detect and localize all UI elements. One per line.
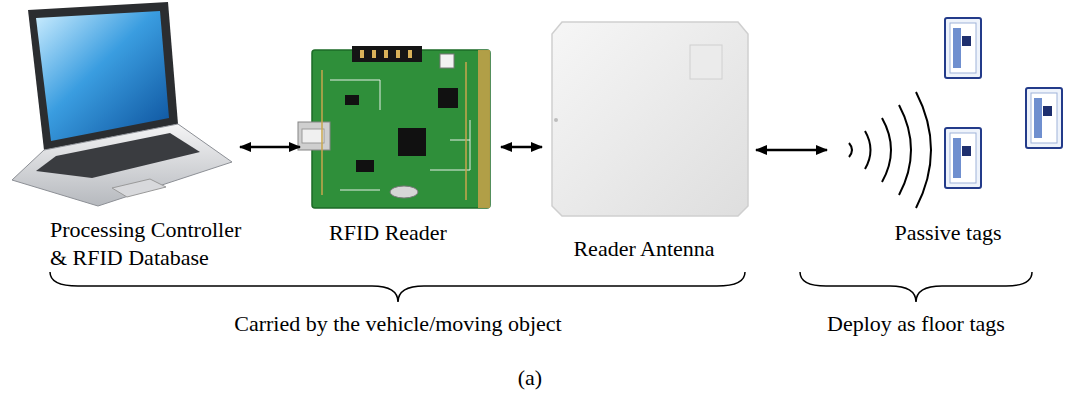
rfid-reader-board-part [345, 95, 359, 105]
label-holder: Processing Controller & RFID Database [50, 216, 250, 272]
label-holder: Deploy as floor tags [786, 310, 1046, 338]
rfid-reader-board-part [440, 54, 454, 68]
reader-antenna-illustration-part [552, 22, 748, 216]
rfid-reader-board-part [390, 186, 418, 198]
laptop-illustration [12, 2, 232, 206]
passive-tag-illustration-part [1031, 93, 1057, 143]
passive-tag-illustration-part [962, 146, 971, 156]
reader-antenna-illustration [552, 22, 748, 216]
rfid-reader-board-part [322, 62, 466, 200]
rfid-reader-board-part [360, 50, 364, 58]
rfid-reader-board-part [298, 122, 330, 150]
rfid-reader-board-part [352, 46, 422, 62]
curly-brace-part [50, 272, 745, 302]
label-holder: Carried by the vehicle/moving object [138, 310, 658, 338]
figure-caption: (a) [490, 364, 570, 392]
passive-tag-illustration-part [953, 28, 961, 68]
rfid-reader-board-part [302, 129, 324, 143]
radio-waves-part [916, 92, 931, 208]
group-label: Carried by the vehicle/moving object [138, 310, 658, 338]
label-holder: Reader Antenna [544, 235, 744, 263]
laptop-illustration-part [28, 2, 178, 150]
reader-antenna-illustration-part [690, 45, 722, 79]
passive-tag-illustration-part [945, 128, 981, 188]
rfid-reader-board-part [438, 88, 458, 108]
radio-waves-part [849, 143, 852, 157]
laptop-illustration-part [112, 179, 166, 197]
passive-tag-illustration-part [962, 36, 971, 46]
component-label: RFID Reader [308, 219, 468, 247]
reader-antenna-illustration-part [554, 118, 558, 122]
passive-tag-illustration [945, 18, 981, 78]
radio-waves-part [865, 131, 871, 169]
passive-tag-illustration [1026, 88, 1062, 148]
radio-waves-part [899, 105, 911, 195]
rfid-reader-board-part [312, 50, 490, 208]
component-label: Passive tags [868, 219, 1028, 247]
rfid-reader-board-part [372, 50, 376, 58]
passive-tag-illustration-part [1043, 106, 1052, 116]
passive-tag-illustration-part [1034, 98, 1042, 138]
curly-brace-part [800, 272, 1032, 302]
laptop-illustration-part [36, 11, 169, 141]
rfid-reader-board-part [478, 50, 490, 208]
rfid-reader-board-part [356, 160, 374, 172]
passive-tag-illustration-part [953, 138, 961, 178]
laptop-illustration-part [36, 133, 200, 178]
label-holder: Passive tags [868, 219, 1028, 247]
rfid-reader-board-part [396, 50, 400, 58]
tags-node: Passive tags [835, 15, 1066, 215]
group-label: Deploy as floor tags [786, 310, 1046, 338]
passive-tag-illustration-part [950, 133, 976, 183]
component-label: Reader Antenna [544, 235, 744, 263]
component-label: Processing Controller & RFID Database [50, 216, 250, 272]
passive-tag-illustration-part [1026, 88, 1062, 148]
curly-brace [800, 272, 1032, 302]
passive-tag-illustration [945, 128, 981, 188]
curly-brace [50, 272, 745, 302]
antenna-node: Reader Antenna [550, 20, 748, 218]
passive-tag-illustration-part [945, 18, 981, 78]
label-holder: RFID Reader [308, 219, 468, 247]
passive-tag-illustration-part [950, 23, 976, 73]
rfid-reader-board-part [330, 80, 470, 190]
rfid-reader-board-part [408, 50, 412, 58]
double-arrow [240, 146, 300, 149]
radio-waves [849, 92, 931, 208]
laptop-node: Processing Controller & RFID Database [10, 5, 232, 205]
laptop-illustration-part [12, 124, 232, 206]
rfid-reader-board [298, 46, 490, 208]
double-arrow [501, 146, 542, 149]
reader-node: RFID Reader [308, 45, 493, 210]
radio-waves-part [882, 118, 891, 182]
double-arrow [756, 149, 827, 152]
rfid-reader-board-part [384, 50, 388, 58]
caption-holder: (a) [490, 364, 570, 392]
rfid-reader-board-part [398, 128, 426, 156]
